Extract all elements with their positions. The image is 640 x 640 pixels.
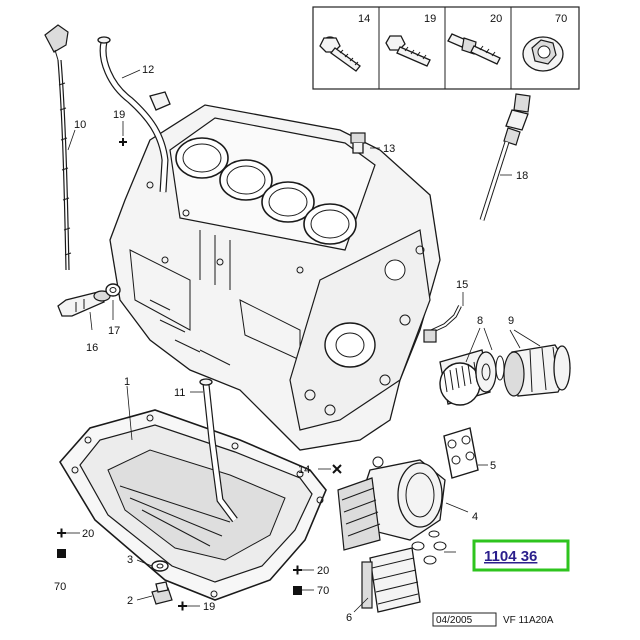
oil-filter-cap [503, 344, 571, 397]
panel-label-20: 20 [490, 13, 502, 25]
footer: 04/2005 VF 11A20A [432, 612, 554, 627]
callout-1: 1 [124, 376, 130, 388]
callout-14: 14 [298, 464, 310, 476]
engine-block [109, 104, 441, 451]
callout-10: 10 [74, 119, 86, 131]
temperature-sender [57, 290, 111, 317]
dipstick-guide-tube [97, 36, 171, 193]
callout-70-right: 70 [317, 585, 329, 597]
drain-plug [151, 581, 173, 605]
callout-2: 2 [127, 595, 133, 607]
gasket-set [443, 427, 479, 479]
nut-icon [522, 36, 564, 72]
flange-bolt-icon [319, 36, 361, 72]
oil-level-sensor [479, 93, 531, 221]
footer-code: VF 11A20A [503, 615, 554, 626]
callout-20-left: 20 [82, 528, 94, 540]
callout-17: 17 [108, 325, 120, 337]
callout-3: 3 [127, 554, 133, 566]
callout-16: 16 [86, 342, 98, 354]
callout-6: 6 [346, 612, 352, 624]
callout-70-left: 70 [54, 581, 66, 593]
callout-19-lower: 19 [203, 601, 215, 613]
plug-13 [350, 132, 366, 154]
cooler-seals [411, 530, 447, 565]
oil-pan [59, 409, 327, 601]
oil-filter-housing [337, 456, 446, 551]
callout-9: 9 [508, 315, 514, 327]
panel-label-14: 14 [358, 13, 370, 25]
callout-5: 5 [490, 460, 496, 472]
panel-label-70: 70 [555, 13, 567, 25]
callout-13: 13 [383, 143, 395, 155]
reference-code: 1104 36 [484, 548, 537, 565]
breather-pipe [423, 305, 462, 343]
leader-lines [66, 69, 541, 613]
callout-20-right: 20 [317, 565, 329, 577]
callout-12: 12 [142, 64, 154, 76]
hex-bolt-icon [385, 35, 431, 67]
drain-plug-washer [151, 560, 169, 572]
stud-bolt-icon [447, 33, 501, 65]
callout-19-upper: 19 [113, 109, 125, 121]
callout-11: 11 [174, 387, 185, 399]
oil-cooler [361, 547, 421, 613]
panel-label-19: 19 [424, 13, 436, 25]
footer-date: 04/2005 [436, 615, 473, 626]
callout-numbers: 1 2 3 4 5 6 8 9 10 11 12 13 14 15 16 17 … [54, 64, 528, 624]
fasteners-panel: 14 19 20 70 [312, 6, 580, 90]
callout-15: 15 [456, 279, 468, 291]
sealing-washer [105, 283, 121, 297]
oil-pickup-tube [199, 378, 238, 523]
callout-4: 4 [472, 511, 478, 523]
fastener-symbols [57, 138, 342, 611]
callout-18: 18 [516, 170, 528, 182]
callout-8: 8 [477, 315, 483, 327]
oil-filter [439, 349, 505, 406]
oil-dipstick [44, 24, 72, 271]
reference-box: 1104 36 [472, 539, 570, 572]
